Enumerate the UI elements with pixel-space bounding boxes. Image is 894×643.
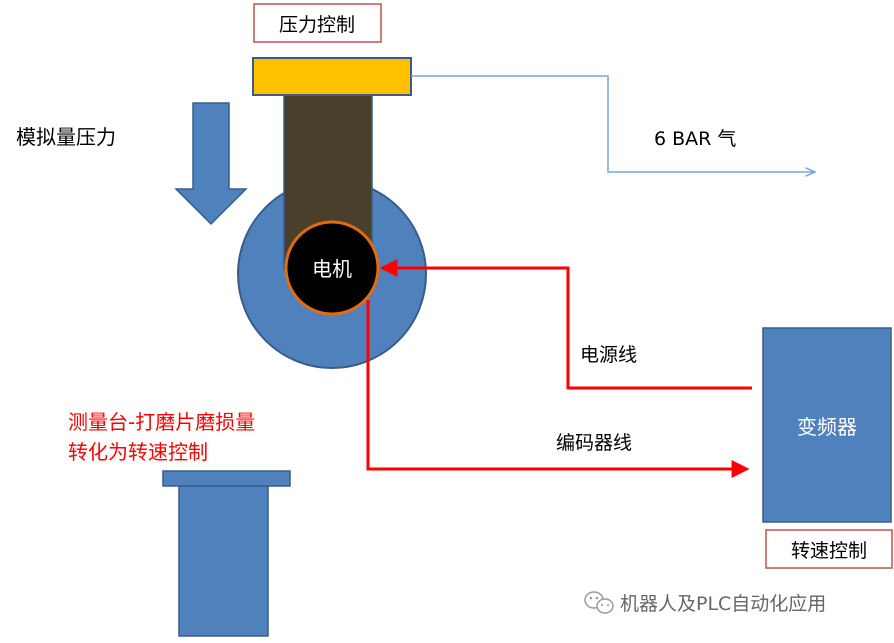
down-arrow-icon: [174, 102, 248, 226]
power-line: [379, 259, 752, 390]
measuring-stand-top: [162, 470, 291, 487]
speed-control-box: [765, 529, 893, 569]
encoder-line-label: 编码器线: [556, 432, 632, 454]
encoder-line: [366, 300, 750, 478]
pressure-control-box: [253, 3, 382, 43]
wechat-icon: [584, 591, 614, 614]
measurement-text-line1: 测量台-打磨片磨损量: [68, 410, 255, 434]
cylinder-cap: [252, 57, 412, 96]
inverter-label: 变频器: [797, 415, 857, 439]
inverter-box: [762, 327, 892, 523]
speed-control-label: 转速控制: [791, 540, 867, 562]
motor-label: 电机: [312, 257, 352, 281]
motor-core: [284, 220, 380, 316]
measurement-text-line2: 转化为转速控制: [68, 440, 208, 464]
power-line-label: 电源线: [580, 344, 637, 366]
measuring-stand-body: [178, 485, 269, 637]
analog-pressure-label: 模拟量压力: [16, 125, 116, 149]
air-supply-label: 6 BAR 气: [654, 128, 736, 150]
air-supply-line: [411, 75, 815, 172]
watermark-text: 机器人及PLC自动化应用: [620, 593, 826, 615]
pressure-control-label: 压力控制: [279, 14, 355, 36]
